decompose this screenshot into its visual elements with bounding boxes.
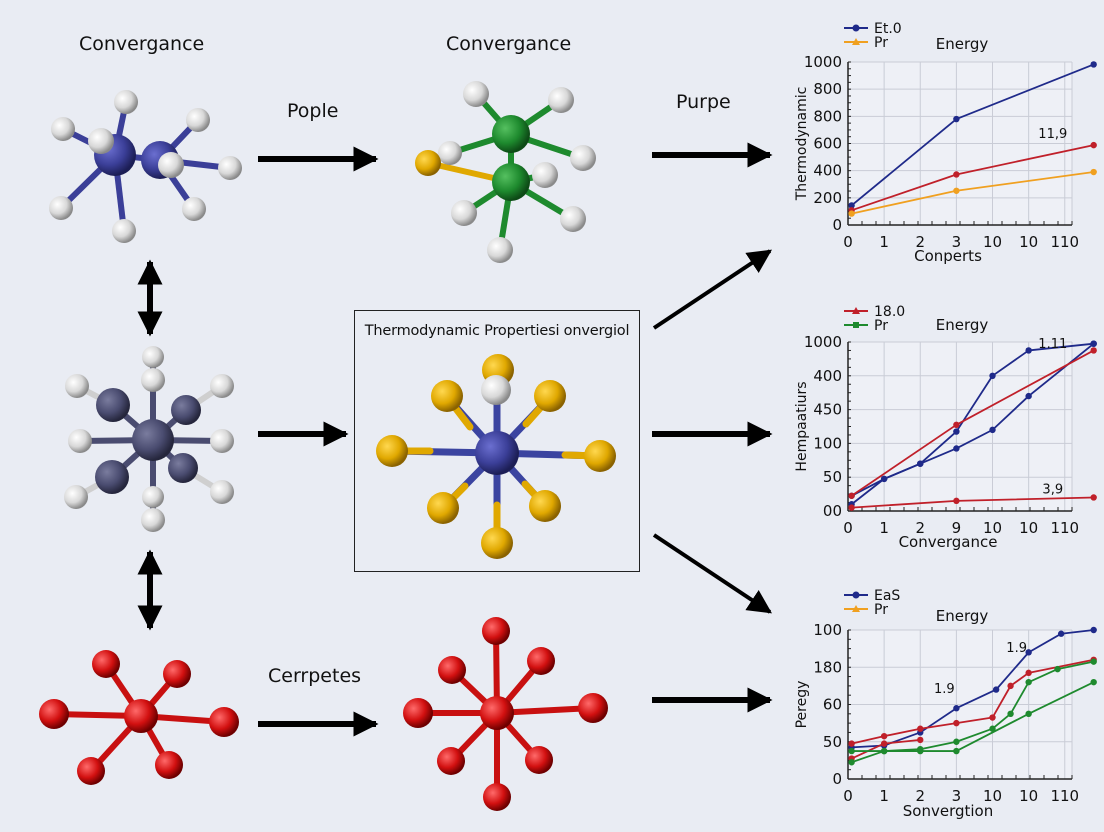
molecule-box [376, 354, 616, 559]
legend-item: EaS [844, 588, 900, 604]
x-tick-label: 10 [1019, 233, 1038, 251]
x-tick-label: 10 [983, 233, 1002, 251]
molecule-top-left [49, 90, 242, 243]
arrow-diagonal-up-icon [652, 249, 772, 330]
legend-item: Et.0 [844, 21, 902, 37]
x-tick-label: 2 [915, 233, 925, 251]
x-axis-label: Conperts [914, 247, 982, 265]
box-title: Thermodynamic Propertiesi onvergiol [364, 323, 630, 339]
series-line [848, 494, 1097, 511]
x-tick-label: 110 [1050, 787, 1079, 805]
grid [848, 61, 1073, 225]
y-axis-label: Hempaatiurs [794, 381, 810, 471]
data-annotation: 1.9 [1006, 641, 1027, 656]
svg-text:18.0: 18.0 [874, 304, 905, 320]
series-line [848, 168, 1097, 217]
y-tick-label: 100 [813, 621, 842, 639]
x-axis-label: Sonvergtion [903, 802, 993, 820]
y-axis-label: Peregy [794, 681, 810, 729]
legend-item: Pr [844, 35, 888, 51]
x-tick-label: 10 [983, 519, 1002, 537]
data-annotation: 11,9 [1038, 127, 1067, 142]
data-annotation: 1.9 [934, 682, 955, 697]
chart-title: Energy [936, 316, 989, 334]
y-tick-label: 1000 [804, 53, 842, 71]
svg-text:Pr: Pr [874, 602, 888, 618]
svg-text:Pr: Pr [874, 35, 888, 51]
x-tick-label: 1 [879, 519, 889, 537]
y-tick-label: 50 [823, 733, 842, 751]
x-tick-label: 9 [952, 519, 962, 537]
series-line [848, 347, 1097, 499]
svg-text:Pr: Pr [874, 318, 888, 334]
y-tick-label: 800 [813, 107, 842, 125]
legend-item: 18.0 [844, 304, 905, 320]
x-tick-label: 0 [843, 233, 853, 251]
legend-item: Pr [844, 318, 888, 334]
top-left-title: Convergance [79, 33, 205, 55]
chart-title: Energy [936, 607, 989, 625]
x-tick-label: 3 [952, 233, 962, 251]
arrow-diagonal-down-icon [652, 533, 772, 614]
molecule-bottom-left [39, 650, 239, 785]
x-tick-label: 1 [879, 233, 889, 251]
x-tick-label: 2 [915, 519, 925, 537]
y-tick-label: 00 [823, 502, 842, 520]
series-line [848, 340, 1097, 508]
y-tick-label: 800 [813, 80, 842, 98]
molecule-top-mid [415, 81, 596, 263]
x-tick-label: 110 [1050, 233, 1079, 251]
y-tick-label: 400 [813, 162, 842, 180]
y-tick-label: 400 [813, 367, 842, 385]
y-tick-label: 0 [832, 216, 842, 234]
svg-text:EaS: EaS [874, 588, 900, 604]
x-tick-label: 0 [843, 787, 853, 805]
y-tick-label: 50 [823, 468, 842, 486]
y-tick-label: 100 [813, 434, 842, 452]
x-tick-label: 10 [1019, 519, 1038, 537]
series-line [848, 61, 1097, 209]
y-tick-label: 1000 [804, 333, 842, 351]
x-tick-label: 110 [1050, 519, 1079, 537]
arrow-label-purpe: Purpe [676, 91, 731, 113]
thermodynamic-properties-box: Thermodynamic Propertiesi onvergiol [354, 310, 640, 572]
top-mid-title: Convergance [446, 33, 572, 55]
data-annotation: 1.11 [1038, 337, 1067, 352]
series-line [848, 678, 1097, 766]
y-axis-label: Thermodynamic [794, 87, 810, 202]
svg-text:Et.0: Et.0 [874, 21, 902, 37]
data-annotation: 3,9 [1042, 482, 1063, 497]
x-tick-label: 2 [915, 787, 925, 805]
x-tick-label: 3 [952, 787, 962, 805]
y-tick-label: 180 [813, 658, 842, 676]
y-tick-label: 450 [813, 401, 842, 419]
x-tick-label: 10 [983, 787, 1002, 805]
y-tick-label: 0 [832, 770, 842, 788]
arrow-label-pople: Pople [287, 100, 339, 122]
y-tick-label: 60 [823, 696, 842, 714]
chart-title: Energy [936, 35, 989, 53]
y-tick-label: 600 [813, 135, 842, 153]
molecule-mid-left [64, 346, 234, 532]
x-axis-label: Convergance [899, 533, 998, 551]
x-tick-label: 10 [1019, 787, 1038, 805]
x-tick-label: 1 [879, 787, 889, 805]
molecule-bottom-mid [403, 617, 608, 811]
legend-item: Pr [844, 602, 888, 618]
arrow-label-cerrpetes: Cerrpetes [268, 665, 362, 687]
x-tick-label: 0 [843, 519, 853, 537]
y-tick-label: 200 [813, 189, 842, 207]
